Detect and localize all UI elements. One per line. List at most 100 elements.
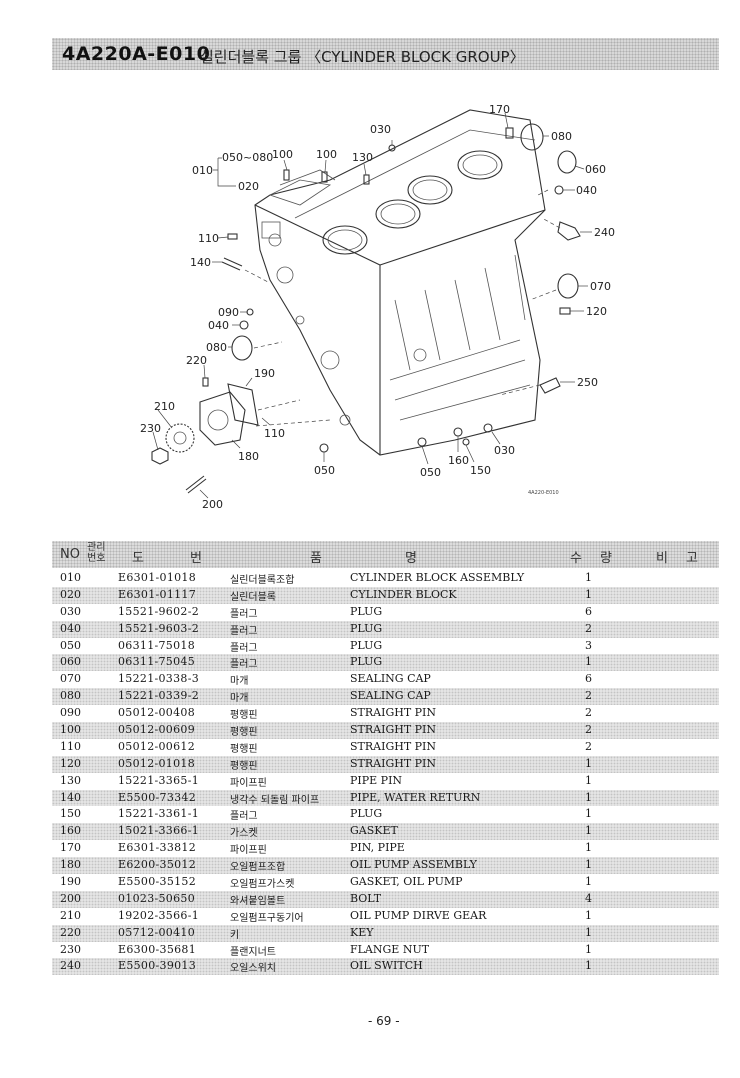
row-qty: 1	[585, 824, 592, 838]
row-qty: 1	[585, 571, 592, 584]
row-qty: 1	[585, 587, 592, 601]
callout-190: 190	[254, 367, 275, 380]
row-name-en: SEALING CAP	[350, 672, 431, 686]
row-part-no: 15221-3361-1	[118, 807, 200, 821]
row-name-kr: 실린더블록조합	[230, 575, 295, 586]
row-qty: 1	[585, 807, 592, 821]
row-qty: 6	[585, 604, 592, 618]
row-no: 230	[60, 942, 81, 956]
row-no: 160	[60, 824, 81, 838]
row-no: 090	[60, 706, 81, 720]
row-part-no: 05012-00612	[118, 739, 196, 753]
row-name-en: PLUG	[350, 621, 383, 635]
row-name-en: CYLINDER BLOCK ASSEMBLY	[350, 571, 525, 584]
callout-080: 080	[551, 130, 572, 143]
row-name-kr: 플러그	[230, 642, 258, 654]
group-code: 4A220A-E010	[62, 43, 211, 65]
callout-020: 020	[238, 180, 259, 193]
row-name-en: KEY	[350, 925, 374, 939]
callout-050: 050	[420, 466, 441, 479]
callout-040: 040	[576, 184, 597, 197]
row-no: 180	[60, 858, 81, 872]
row-part-no: 06311-75045	[118, 655, 196, 669]
row-name-en: STRAIGHT PIN	[350, 756, 437, 770]
row-name-en: STRAIGHT PIN	[350, 723, 437, 737]
row-name-en: SEALING CAP	[350, 689, 431, 703]
row-name-en: PIPE, WATER RETURN	[350, 790, 481, 804]
page-number: - 69 -	[368, 1014, 400, 1028]
row-name-en: PIN, PIPE	[350, 841, 405, 855]
row-name-kr: 오일펌프조합	[230, 862, 286, 874]
row-no: 130	[60, 773, 81, 787]
callout-010: 010	[192, 164, 213, 177]
row-part-no: 15221-3365-1	[118, 773, 200, 787]
row-name-en: GASKET, OIL PUMP	[350, 875, 463, 889]
row-name-kr: 파이프핀	[230, 777, 267, 789]
row-name-kr: 오일스위치	[230, 963, 276, 975]
callout-210: 210	[154, 400, 175, 413]
row-no: 100	[60, 723, 81, 737]
row-no: 170	[60, 841, 81, 855]
callout-labels: 170 030 080 050~080 100 100 130 010 020 …	[140, 103, 615, 511]
row-no: 020	[60, 587, 81, 601]
row-name-kr: 플러그	[230, 608, 258, 620]
row-qty: 1	[585, 959, 592, 973]
row-name-en: STRAIGHT PIN	[350, 706, 437, 720]
callout-030: 030	[494, 444, 515, 457]
row-name-en: CYLINDER BLOCK	[350, 587, 457, 601]
row-no: 140	[60, 790, 81, 804]
row-no: 120	[60, 756, 81, 770]
row-name-kr: 마개	[230, 693, 249, 705]
cylinder-block-drawing	[254, 109, 546, 456]
row-name-en: BOLT	[350, 891, 382, 905]
row-no: 240	[60, 959, 81, 973]
row-qty: 2	[585, 689, 592, 703]
row-part-no: 15021-3366-1	[118, 824, 200, 838]
row-part-no: E6200-35012	[118, 858, 197, 872]
row-part-no: 05012-00609	[118, 723, 196, 737]
row-no: 040	[60, 621, 81, 635]
row-part-no: E6301-01018	[118, 571, 197, 584]
row-name-kr: 냉각수 되돌림 파이프	[230, 794, 320, 806]
row-part-no: 05712-00410	[118, 925, 196, 939]
callout-030: 030	[370, 123, 391, 136]
row-part-no: 19202-3566-1	[118, 908, 200, 922]
row-name-kr: 평행핀	[230, 743, 258, 755]
header-qty-2: 량	[600, 551, 612, 566]
callout-060: 060	[585, 163, 606, 176]
callout-120: 120	[586, 305, 607, 318]
row-no: 190	[60, 875, 81, 889]
row-name-kr: 오일펌프구동기어	[230, 912, 304, 924]
callout-230: 230	[140, 422, 161, 435]
callout-070: 070	[590, 280, 611, 293]
callout-110: 110	[198, 232, 219, 245]
row-part-no: E6300-35681	[118, 942, 197, 956]
row-no: 200	[60, 891, 81, 905]
header-ref-bottom: 번호	[87, 553, 106, 564]
callout-080: 080	[206, 341, 227, 354]
callout-250: 250	[577, 376, 598, 389]
row-name-kr: 실린더블록	[230, 591, 276, 603]
row-no: 220	[60, 925, 81, 939]
row-qty: 1	[585, 942, 592, 956]
row-qty: 1	[585, 875, 592, 889]
callout-170: 170	[489, 103, 510, 116]
row-name-kr: 가스켓	[230, 828, 258, 840]
group-title: 실린더블록 그룹 〈CYLINDER BLOCK GROUP〉	[200, 48, 525, 66]
row-name-kr: 플러그	[230, 625, 258, 637]
